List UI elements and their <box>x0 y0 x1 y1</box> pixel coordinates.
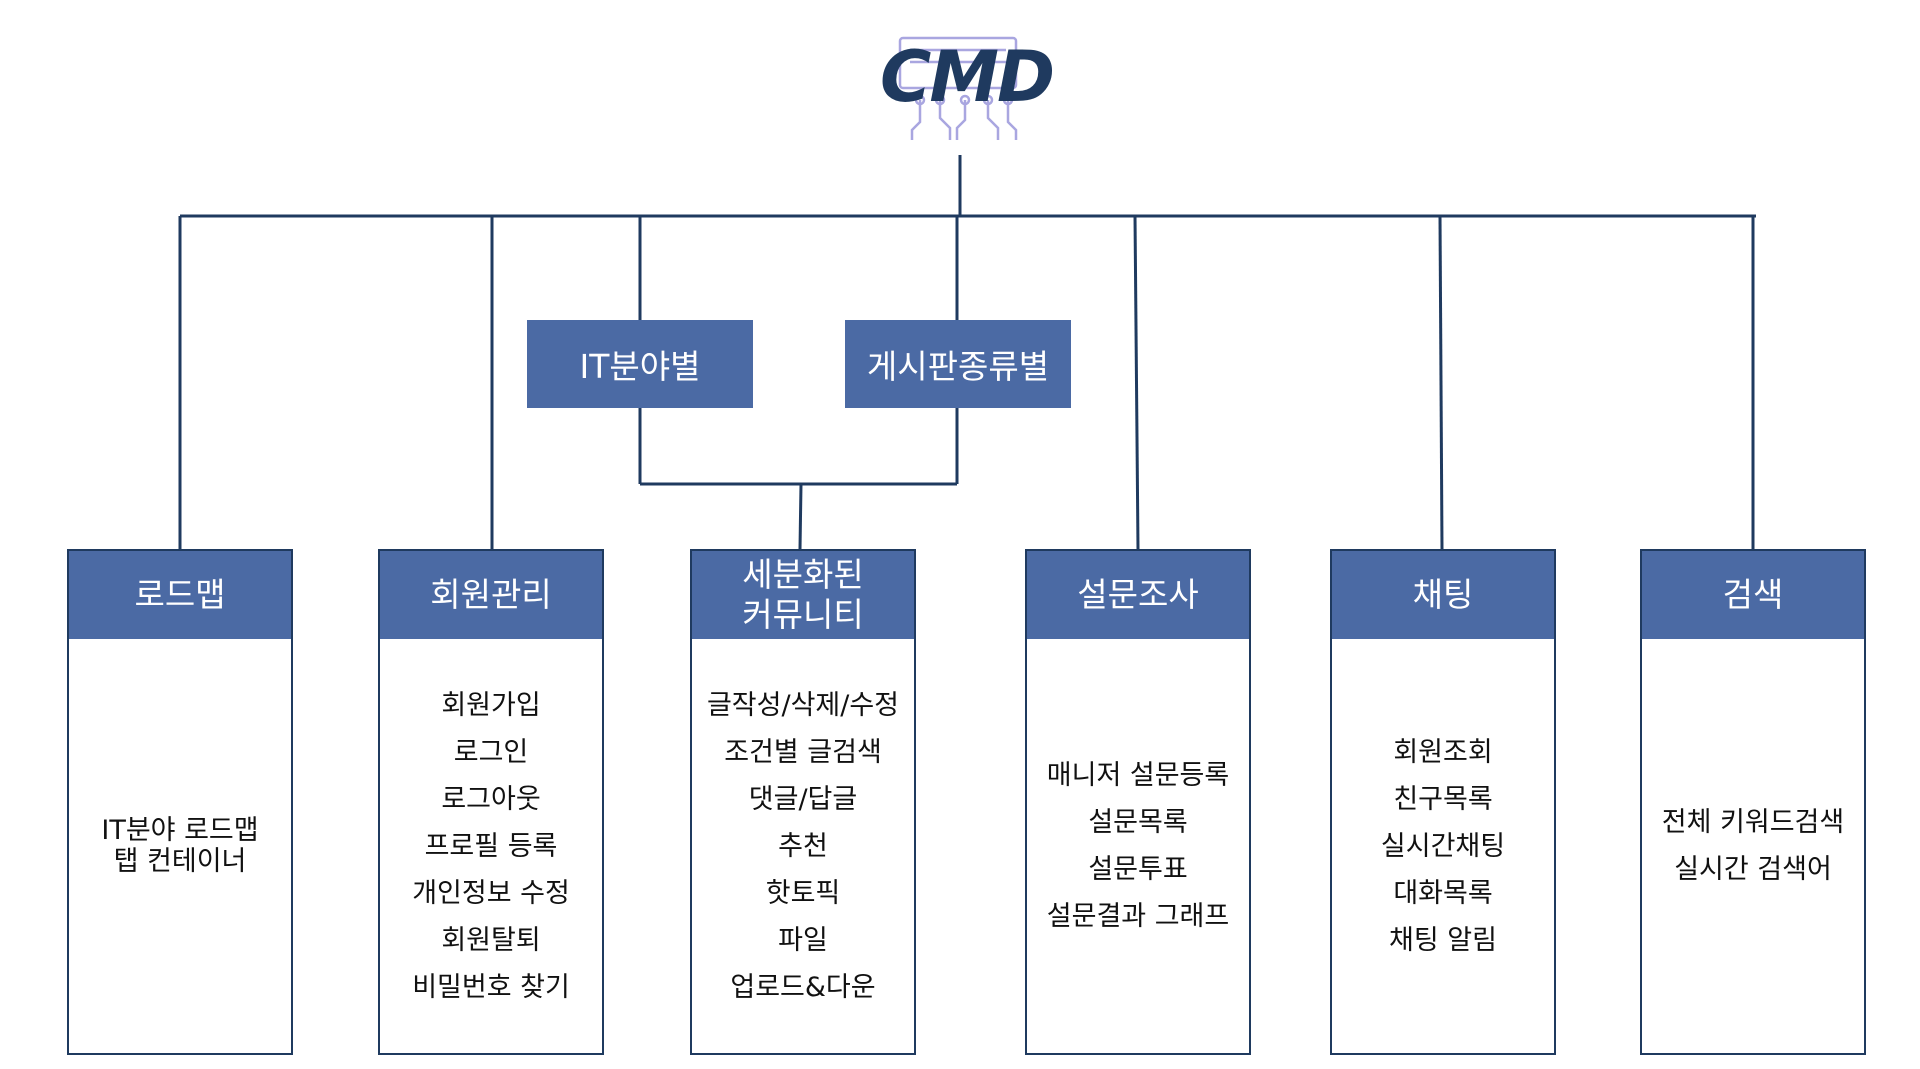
feature-item: 회원조회 <box>1393 736 1493 768</box>
feature-item: 채팅 알림 <box>1389 924 1497 956</box>
feature-item: 대화목록 <box>1393 877 1493 909</box>
category-title-text: 로드맵 <box>134 575 226 614</box>
feature-item: 매니저 설문등록 <box>1046 760 1230 791</box>
category-title: 회원관리 <box>380 551 602 639</box>
category-title: 세분화된 커뮤니티 <box>692 551 914 639</box>
feature-item: 설문투표 <box>1088 854 1188 885</box>
feature-item: 회원탈퇴 <box>441 924 541 956</box>
feature-item: 개인정보 수정 <box>412 877 570 909</box>
feature-item: 로그인 <box>453 736 529 768</box>
feature-item: 글작성/삭제/수정 <box>706 689 900 721</box>
feature-item: 실시간채팅 <box>1380 830 1506 862</box>
cmd-logo: CMD <box>870 30 1055 145</box>
category-title-text: 검색 <box>1722 575 1784 614</box>
feature-item: 조건별 글검색 <box>724 736 882 768</box>
feature-item: 실시간 검색어 <box>1674 854 1832 885</box>
feature-item: 회원가입 <box>441 689 541 721</box>
feature-item: 비밀번호 찾기 <box>412 971 570 1003</box>
category-title: 채팅 <box>1332 551 1554 639</box>
category-title: 검색 <box>1642 551 1864 639</box>
feature-item: 설문목록 <box>1088 807 1188 838</box>
merge-drop <box>798 483 803 550</box>
category-title-text: 회원관리 <box>430 575 552 614</box>
feature-item: 설문결과 그래프 <box>1046 901 1230 932</box>
sub-group-board-type: 게시판종류별 <box>845 320 1071 408</box>
sub-group-it-field: IT분야별 <box>527 320 753 408</box>
feature-item: 파일 <box>778 924 828 956</box>
category-title-text: 세분화된 커뮤니티 <box>742 555 864 634</box>
feature-item: 로그아웃 <box>441 783 541 815</box>
logo-circuit-graphic <box>898 36 1018 140</box>
category-title: 로드맵 <box>69 551 291 639</box>
feature-item: 업로드&다운 <box>730 971 876 1003</box>
drop-chat <box>1438 215 1444 550</box>
feature-item: 전체 키워드검색 <box>1661 807 1845 838</box>
drop-survey <box>1133 215 1140 550</box>
category-title-text: 채팅 <box>1412 575 1474 614</box>
feature-item: 추천 <box>778 830 828 862</box>
feature-item: 친구목록 <box>1393 783 1493 815</box>
feature-item: 탭 컨테이너 <box>113 846 247 877</box>
category-title: 설문조사 <box>1027 551 1249 639</box>
feature-item: IT분야 로드맵 <box>101 815 259 846</box>
category-title-text: 설문조사 <box>1077 575 1199 614</box>
feature-item: 핫토픽 <box>765 877 841 909</box>
feature-item: 댓글/답글 <box>748 783 858 815</box>
feature-item: 프로필 등록 <box>424 830 558 862</box>
logo-text: CMD <box>880 36 1055 118</box>
